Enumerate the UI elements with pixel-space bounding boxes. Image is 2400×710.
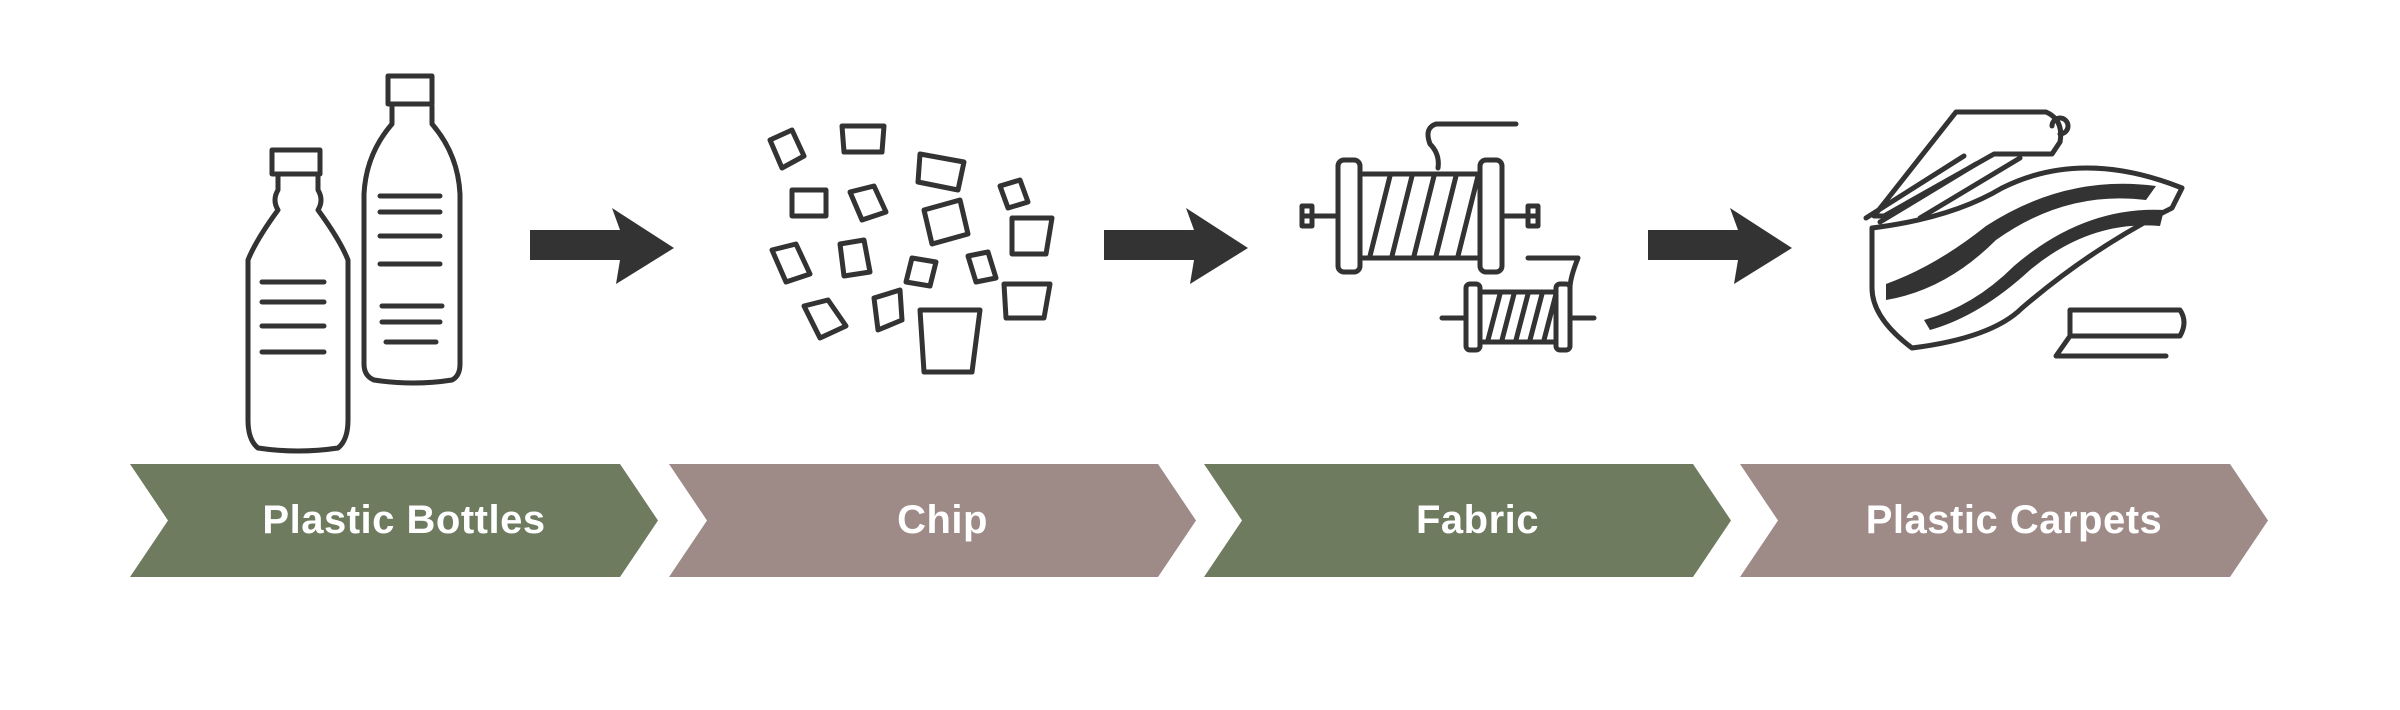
step-chip: Chip <box>669 464 1196 577</box>
step-plastic-bottles: Plastic Bottles <box>130 464 658 577</box>
carpets-icon <box>1863 109 2187 359</box>
arrow-icon-1 <box>530 208 674 284</box>
plastic-chips-icon <box>767 123 1055 375</box>
arrow-icon-2 <box>1104 208 1248 284</box>
thread-spools-icon <box>1299 121 1597 353</box>
arrow-icon-3 <box>1648 208 1792 284</box>
step-fabric: Fabric <box>1204 464 1731 577</box>
step-label: Plastic Carpets <box>1865 498 2163 542</box>
step-label: Plastic Bottles <box>262 498 546 542</box>
step-label: Chip <box>897 498 988 542</box>
step-plastic-carpets: Plastic Carpets <box>1740 464 2268 577</box>
plastic-bottles-icon <box>245 73 463 454</box>
step-label: Fabric <box>1415 498 1540 542</box>
